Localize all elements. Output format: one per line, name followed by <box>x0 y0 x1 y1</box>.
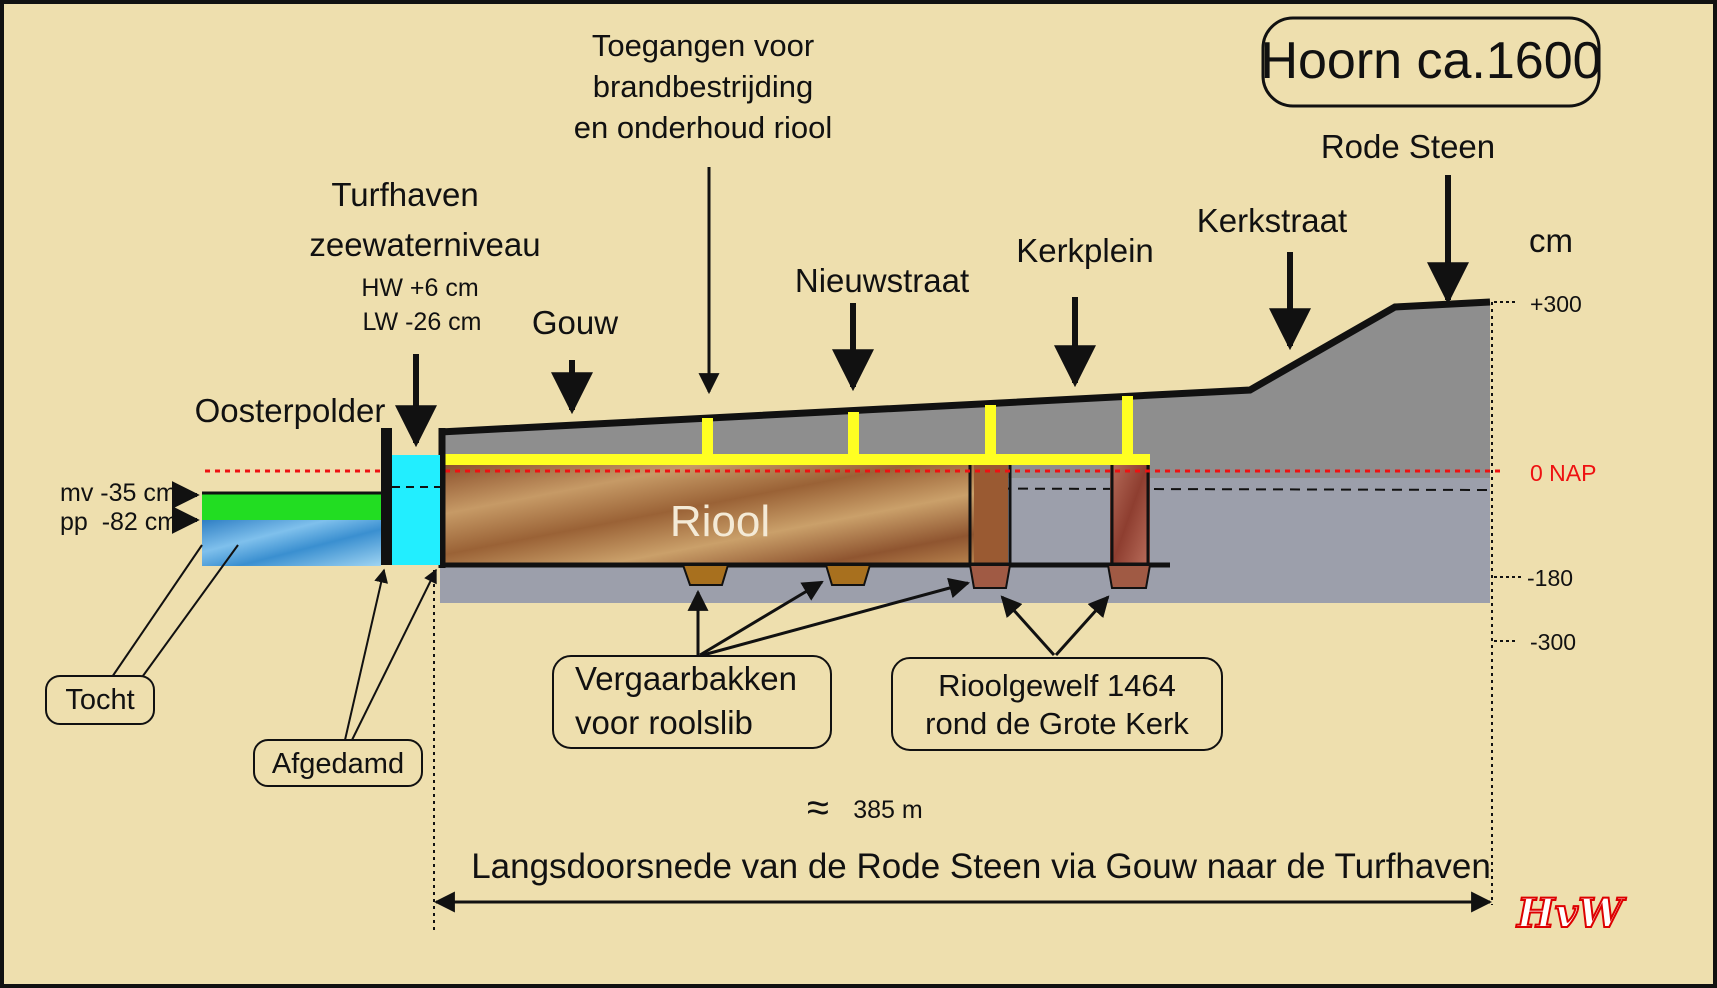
distance-value: 385 m <box>853 796 922 824</box>
distance-approx-symbol: ≈ <box>807 786 829 830</box>
collection-bin-3 <box>968 564 1012 589</box>
access-shaft-3 <box>985 405 996 458</box>
tocht-label: Tocht <box>65 684 134 716</box>
vergaarbakken-line-2: voor roolslib <box>575 704 753 741</box>
afgedamd-box <box>253 739 423 787</box>
toegangen-line-3: en onderhoud riool <box>574 110 833 145</box>
label-kerkstraat: Kerkstraat <box>1197 202 1347 239</box>
level-mv: mv -35 cm <box>60 479 177 507</box>
tocht-leader-2 <box>139 544 239 681</box>
vergaarbakken-box <box>552 655 832 749</box>
turfhaven-hw: HW +6 cm <box>361 274 478 302</box>
tocht-leader-1 <box>109 544 203 681</box>
label-nieuwstraat: Nieuwstraat <box>795 262 969 299</box>
collection-bin-1 <box>681 564 730 586</box>
unit-label: cm <box>1529 222 1573 259</box>
turfhaven-lw: LW -26 cm <box>363 308 482 336</box>
access-shaft-4 <box>1122 396 1133 458</box>
polder-water <box>202 520 381 566</box>
afgedamd-leader-1 <box>344 568 389 741</box>
toegangen-line-1: Toegangen voor <box>592 28 814 63</box>
afgedamd-leader-2 <box>351 568 437 741</box>
turfhaven-water <box>392 455 440 565</box>
rioolgewelf-column <box>1110 461 1150 567</box>
collection-bin-4 <box>1106 564 1152 589</box>
rioolgewelf-box <box>891 657 1223 751</box>
vergaarbakken-line-1: Vergaarbakken <box>575 660 797 697</box>
caption: Langsdoorsnede van de Rode Steen via Gou… <box>471 847 1491 886</box>
label-rode-steen: Rode Steen <box>1321 128 1495 165</box>
bins-leader-2 <box>699 580 824 657</box>
sewer-shaft-3 <box>974 463 1008 565</box>
title: Hoorn ca.1600 <box>1260 32 1601 90</box>
street-surface-line <box>439 298 1491 436</box>
rioolgewelf-line-1: Rioolgewelf 1464 <box>938 668 1176 703</box>
turfhaven-line-1: Turfhaven <box>331 176 478 213</box>
level-pp: pp -82 cm <box>60 508 178 536</box>
label-oosterpolder: Oosterpolder <box>195 392 386 429</box>
scale-label-m300: -300 <box>1530 629 1576 655</box>
riool-sewer <box>444 463 974 565</box>
rioolgewelf-line-2: rond de Grote Kerk <box>925 706 1189 741</box>
riool-label: Riool <box>670 497 770 546</box>
dam-wall <box>381 428 392 565</box>
access-beam <box>444 454 1150 465</box>
signature-logo: HvW <box>1516 890 1627 937</box>
polder-grass <box>202 493 381 520</box>
toegangen-line-2: brandbestrijding <box>593 69 814 104</box>
access-shaft-1 <box>702 418 713 458</box>
scale-label-300: +300 <box>1530 291 1582 317</box>
title-box <box>1261 16 1601 108</box>
afgedamd-label: Afgedamd <box>272 748 404 780</box>
vault-leader-1 <box>1000 595 1056 657</box>
label-gouw: Gouw <box>532 304 618 341</box>
bins-leader-3 <box>702 577 971 657</box>
access-shaft-2 <box>848 412 859 458</box>
label-kerkplein: Kerkplein <box>1016 232 1154 269</box>
collection-bin-2 <box>824 564 872 586</box>
vault-leader-2 <box>1054 595 1110 657</box>
tocht-box <box>45 675 155 725</box>
scale-label-nap: 0 NAP <box>1530 460 1596 486</box>
scale-label-m180: -180 <box>1527 565 1573 591</box>
turfhaven-line-2: zeewaterniveau <box>309 226 540 263</box>
